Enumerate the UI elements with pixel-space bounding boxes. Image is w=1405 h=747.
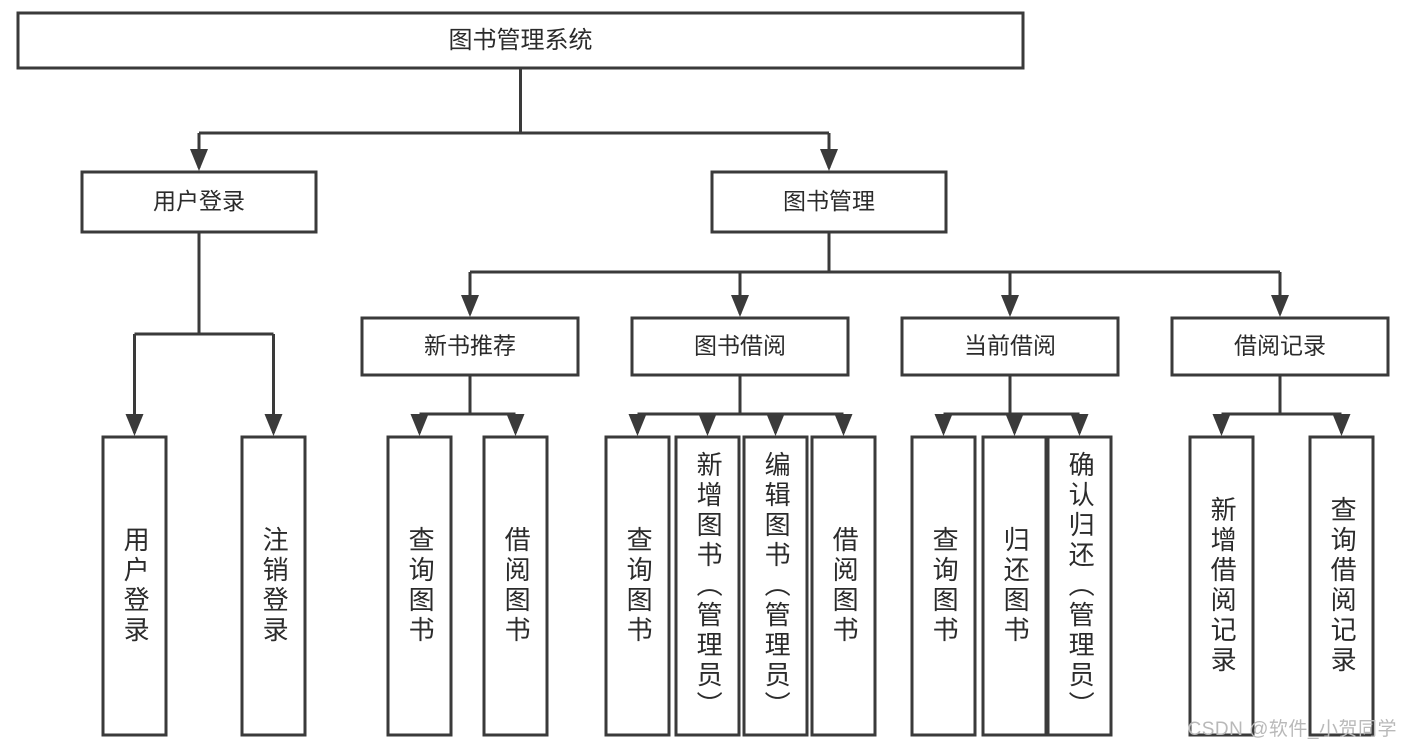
arrow-icon-leaf-confirm-return [1070,414,1089,436]
arrow-icon-leaf-edit-book [766,414,785,436]
node-label-new-book-recommend: 新书推荐 [424,333,516,359]
leaf-box-leaf-confirm-return[interactable] [1046,435,1113,737]
connector-layer [125,68,1351,436]
node-box-new-book-recommend[interactable] [360,316,580,377]
leaf-box-leaf-borrow-book-rec[interactable] [482,435,549,737]
arrow-icon-leaf-add-record [1212,414,1231,436]
leaf-box-leaf-return-book[interactable] [981,435,1048,737]
arrow-icon-user-login [190,149,208,171]
arrow-icon-book-borrow [731,295,749,317]
leaf-box-leaf-user-logout[interactable] [240,435,307,737]
node-box-layer [16,11,1390,737]
leaf-box-leaf-user-login[interactable] [101,435,168,737]
arrow-icon-leaf-query-book-rec [410,414,429,436]
arrow-icon-leaf-query-record [1332,414,1351,436]
arrow-icon-new-book-recommend [461,295,479,317]
node-box-book-borrow[interactable] [630,316,850,377]
arrow-icon-book-manage [820,149,838,171]
node-box-borrow-record[interactable] [1170,316,1390,377]
root-title-label: 图书管理系统 [449,27,593,54]
leaf-box-leaf-add-book[interactable] [674,435,741,737]
node-box-root[interactable] [16,11,1025,70]
node-label-borrow-record: 借阅记录 [1234,333,1326,359]
leaf-box-leaf-borrow-book[interactable] [810,435,877,737]
node-label-current-borrow: 当前借阅 [964,333,1056,359]
node-box-current-borrow[interactable] [900,316,1120,377]
arrow-icon-leaf-add-book [698,414,717,436]
leaf-box-leaf-add-record[interactable] [1188,435,1255,737]
node-box-user-login[interactable] [80,170,318,234]
arrow-icon-leaf-query-book-cur [934,414,953,436]
arrow-icon-current-borrow [1001,295,1019,317]
csdn-watermark: CSDN @软件_小贺同学 [1187,719,1397,740]
arrow-icon-leaf-borrow-book [834,414,853,436]
arrow-icon-borrow-record [1271,295,1289,317]
node-label-user-login: 用户登录 [153,188,245,214]
leaf-box-leaf-query-book-rec[interactable] [386,435,453,737]
node-label-book-borrow: 图书借阅 [694,333,786,359]
arrow-icon-leaf-borrow-book-rec [506,414,525,436]
node-box-book-manage[interactable] [710,170,948,234]
leaf-box-leaf-query-record[interactable] [1308,435,1375,737]
arrow-icon-leaf-user-logout [264,414,283,436]
leaf-box-leaf-query-book-borrow[interactable] [604,435,671,737]
arrow-icon-leaf-return-book [1005,414,1024,436]
arrow-icon-leaf-user-login [125,414,144,436]
node-label-book-manage: 图书管理 [783,188,875,214]
leaf-box-leaf-query-book-cur[interactable] [910,435,977,737]
arrow-icon-leaf-query-book-borrow [628,414,647,436]
leaf-box-leaf-edit-book[interactable] [742,435,809,737]
